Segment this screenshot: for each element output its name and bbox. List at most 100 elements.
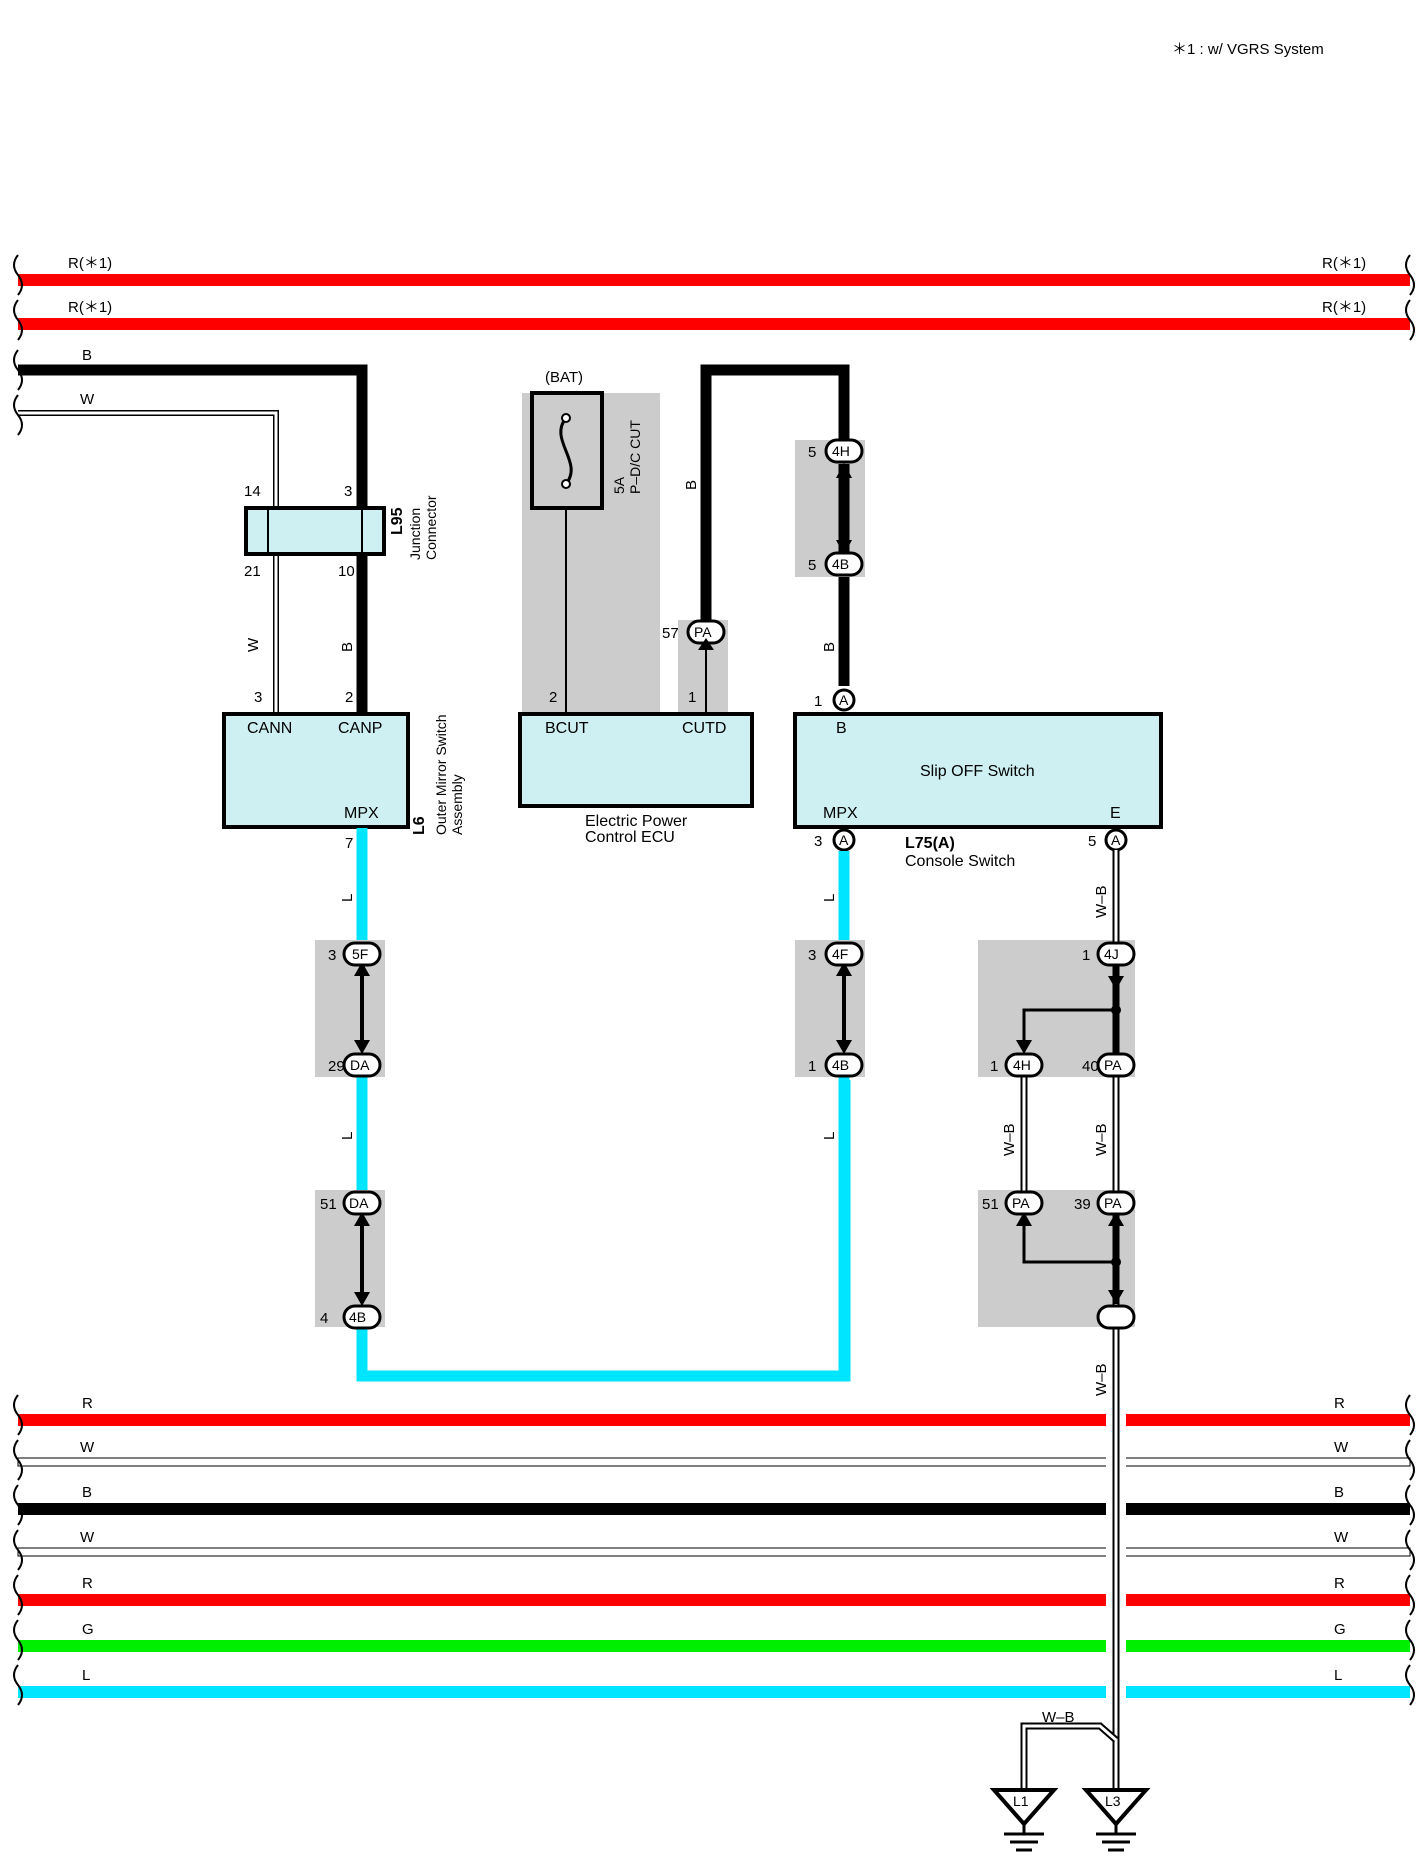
bottom-bus-wire-g (18, 1640, 1410, 1652)
connector-4j-id: 4H (1013, 1057, 1031, 1073)
connector-4j-pin: 1 (990, 1058, 998, 1075)
connector-5i-id: 5F (352, 946, 368, 962)
connector-pa-40-pin: 51 (982, 1196, 999, 1213)
connector-4h-5-id: 4H (832, 443, 850, 459)
splice-4b-4f: 4F 3 4B 1 (795, 940, 865, 1078)
connector-4b-1-pin: 1 (1082, 947, 1090, 964)
console-name: Console Switch (905, 853, 1015, 870)
l6-terminal-mpx: MPX (344, 805, 379, 822)
connector-pa-51-pin: 39 (1074, 1196, 1091, 1213)
l6-name-2: Assembly (449, 774, 465, 835)
bottom-bus-wire-r1 (18, 1414, 1410, 1426)
connector-da-2-pin: 4 (320, 1310, 328, 1327)
fuse-icon (559, 417, 573, 485)
bottom-bus-wire-b (18, 1503, 1410, 1515)
ground-wire-label-3: W–B (1093, 1123, 1110, 1156)
l6-mpx-wire-label-2: L (339, 1132, 356, 1140)
connector-pa-51-id: PA (1104, 1195, 1122, 1211)
ecu-pin-bcut: 2 (549, 689, 557, 706)
bottom-bus-g-label-left: G (82, 1621, 94, 1638)
note-text: ＊1 : w/ VGRS System (1172, 41, 1324, 58)
outer-mirror-switch-l6: 3 2 CANN CANP MPX L6 Outer Mirror Switch… (222, 689, 465, 852)
bottom-bus-r2-label-left: R (82, 1575, 93, 1592)
ground-wire-label-1: W–B (1093, 885, 1110, 918)
top-bus-wire-2-label-right: R(＊1) (1322, 299, 1366, 316)
fuse-name: P–D/C CUT (627, 420, 643, 494)
bottom-bus-w1-label-right: W (1334, 1439, 1349, 1456)
l6-pin-canp: 2 (345, 689, 353, 706)
ecu-terminal-bcut: BCUT (545, 720, 589, 737)
l6-mpx-wire-label-1: L (339, 894, 356, 902)
bottom-bus-wire-w2 (17, 1547, 1411, 1557)
connector-4b-4-pin: 3 (808, 947, 816, 964)
l95-name-1: Junction (407, 508, 423, 560)
top-bus-wire-b-label: B (82, 347, 92, 364)
ecu-name-2: Control ECU (585, 829, 675, 846)
power-ecu-area: (BAT) 5A P–D/C CUT B PA 57 2 1 BCUT CUTD… (518, 364, 850, 846)
bottom-bus-w1-label-left: W (80, 1439, 95, 1456)
ground-wire-label-5: W–B (1042, 1709, 1075, 1726)
ecu-b-wire-label: B (683, 480, 700, 490)
console-mpx-wire-label-1: L (821, 894, 838, 902)
connector-4h-5-pin: 5 (808, 444, 816, 461)
console-switch-l75: A 1 B Slip OFF Switch MPX E A 3 A 5 L75(… (793, 688, 1163, 870)
bottom-bus-g-label-right: G (1334, 1621, 1346, 1638)
ground-wire-label-4: W–B (1093, 1363, 1110, 1396)
top-bus-wire-b (18, 364, 368, 716)
bottom-bus-w2-label-right: W (1334, 1529, 1349, 1546)
l6-code: L6 (411, 816, 428, 835)
connector-5f-id: DA (350, 1057, 370, 1073)
bottom-bus-w2-label-left: W (80, 1529, 95, 1546)
console-pin-b: 1 (814, 693, 822, 710)
console-pin-letter-mpx: A (839, 832, 849, 848)
console-code: L75(A) (905, 835, 955, 852)
console-b-wire-label: B (821, 642, 838, 652)
l6-cann-wire-label: W (245, 637, 262, 652)
connector-4b-5-id: 4B (832, 556, 849, 572)
bottom-bus-wire-l (18, 1686, 1410, 1698)
connector-4b-4-id: 4F (832, 946, 848, 962)
ground-wire-label-2: W–B (1001, 1123, 1018, 1156)
console-pin-mpx: 3 (814, 833, 822, 850)
l6-name-1: Outer Mirror Switch (433, 714, 449, 835)
ground-path: 4J 1 4H 1 PA 40 PA 51 PA 39 W–B W–B W–B … (978, 850, 1136, 1790)
fuse-rating: 5A (611, 476, 627, 494)
console-pin-e: 5 (1088, 833, 1096, 850)
splice-5i-5f: 5F 3 DA 29 (315, 940, 385, 1078)
l95-pin-3: 3 (344, 483, 352, 500)
bottom-bus-wire-r2 (18, 1594, 1410, 1606)
ground-l3-id: L3 (1105, 1793, 1121, 1809)
console-terminal-e: E (1110, 805, 1121, 822)
connector-da-1-id: DA (349, 1195, 369, 1211)
grounds: W–B L1 L3 (989, 1709, 1151, 1852)
bottom-bus-b-label-right: B (1334, 1484, 1344, 1501)
top-bus-wire-2-label-left: R(＊1) (68, 299, 112, 316)
fuse-source: (BAT) (545, 369, 583, 386)
l95-pin-14: 14 (244, 483, 261, 500)
console-terminal-mpx: MPX (823, 805, 858, 822)
l6-pin-mpx: 7 (345, 835, 353, 852)
connector-pa-40-id: PA (1012, 1195, 1030, 1211)
connector-4f-id: 4B (832, 1057, 849, 1073)
bottom-bus-b-label-left: B (82, 1484, 92, 1501)
splice-4h-4b: 4H 5 4B 5 (795, 438, 865, 577)
connector-4b-1-id: 4J (1104, 946, 1119, 962)
connector-5i-pin: 3 (328, 947, 336, 964)
bottom-bus-l-label-right: L (1334, 1667, 1342, 1684)
ground-l1: L1 (989, 1788, 1059, 1852)
bottom-bus-wire-w1 (17, 1457, 1411, 1467)
l6-canp-wire-label: B (339, 642, 356, 652)
ecu-terminal-cutd: CUTD (682, 720, 726, 737)
top-bus-wire-1-label-right: R(＊1) (1322, 255, 1366, 272)
top-bus: R(＊1) R(＊1) R(＊1) R(＊1) B W (13, 254, 1415, 716)
ecu-pin-cutd: 1 (688, 689, 696, 706)
connector-da-2-id: 4B (349, 1309, 366, 1325)
bottom-bus: R R W W B B W W R R G G L L (13, 1394, 1415, 1706)
l95-code: L95 (389, 507, 406, 535)
ecu-name-1: Electric Power (585, 813, 688, 830)
l6-terminal-cann: CANN (247, 720, 292, 737)
top-bus-wire-2 (18, 318, 1410, 330)
junction-connector-l95: 14 3 21 10 L95 Junction Connector (244, 483, 439, 580)
bottom-bus-r2-label-right: R (1334, 1575, 1345, 1592)
console-terminal-b: B (836, 720, 847, 737)
